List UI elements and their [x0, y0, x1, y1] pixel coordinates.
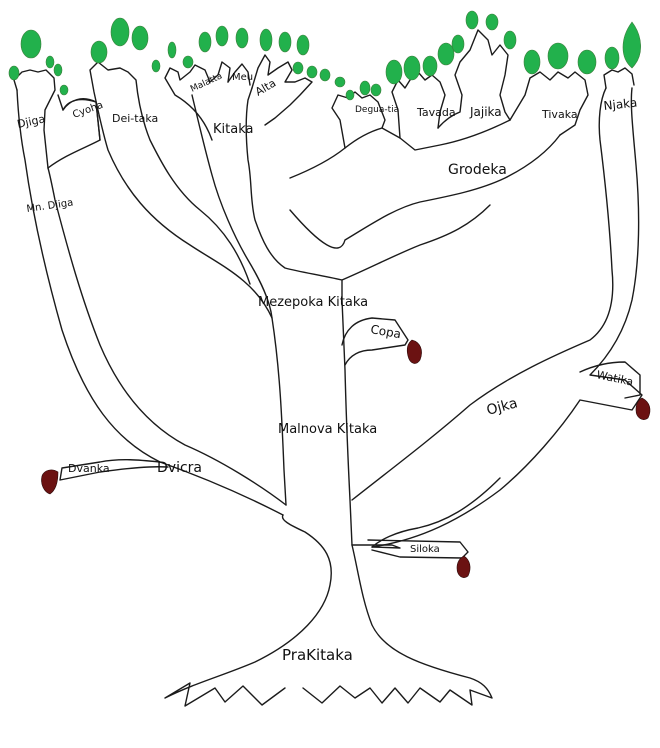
deitaka-limb-right	[97, 61, 251, 285]
label-deitaka: Dei-taka	[112, 112, 158, 125]
leaf	[359, 80, 371, 96]
label-ojka: Ojka	[485, 395, 519, 419]
leaf	[622, 21, 641, 69]
label-mezepoka: Mezepoka Kitaka	[258, 295, 368, 310]
leaf	[422, 55, 438, 77]
leaves-group	[8, 10, 641, 101]
fruit-copa	[406, 339, 422, 364]
leaf	[292, 61, 304, 75]
label-alta: Alta	[253, 77, 278, 99]
leaf	[503, 30, 517, 50]
leaf	[167, 41, 177, 59]
siloka-branch	[367, 539, 469, 559]
label-grodeka: Grodeka	[448, 162, 507, 178]
central-trunk-right	[341, 204, 491, 546]
dvanka-branch	[59, 459, 169, 481]
leaf	[319, 68, 331, 82]
label-watika: Watika	[595, 368, 634, 388]
meu-branch	[227, 63, 251, 86]
leaf	[131, 25, 149, 51]
leaf	[334, 76, 346, 88]
leaf	[53, 63, 63, 77]
tivaka-branch	[509, 71, 589, 136]
leaf	[485, 13, 499, 31]
label-dvicra: Dvicra	[157, 460, 202, 476]
label-mn-djiga: Mn. Djiga	[26, 198, 74, 215]
leaf	[110, 17, 130, 47]
deitaka-limb-left	[89, 61, 287, 506]
leaf	[604, 46, 620, 70]
fruits-group	[41, 339, 651, 578]
label-malnova: Malnova Kitaka	[278, 422, 377, 437]
label-degua: Degua-tia	[355, 105, 399, 115]
leaf	[59, 84, 69, 96]
leaf	[370, 83, 382, 97]
label-root: PraKitaka	[282, 646, 353, 664]
left-limb-outer	[16, 89, 284, 516]
leaf	[437, 42, 455, 66]
label-jajika: Jajika	[469, 105, 502, 119]
leaf	[523, 49, 541, 75]
label-copa: Copa	[369, 322, 402, 341]
leaf	[296, 34, 310, 56]
label-kitaka: Kitaka	[213, 122, 253, 137]
leaf	[151, 59, 161, 73]
leaf	[451, 34, 465, 54]
left-limb-djiga-top	[13, 69, 56, 169]
trunk-right-edge	[302, 544, 493, 706]
leaf	[465, 10, 479, 30]
kitaka-branch-right	[245, 87, 343, 281]
leaf	[403, 55, 421, 81]
leaf	[345, 89, 355, 101]
trunk-branch-notch	[351, 477, 501, 549]
jajika-branch	[437, 29, 511, 129]
leaf	[278, 31, 292, 53]
leaf	[235, 27, 249, 49]
left-limb-inner	[47, 167, 287, 506]
njaka-top	[603, 67, 635, 89]
leaf	[8, 65, 20, 81]
central-trunk-left	[191, 94, 273, 319]
trunk-left-edge	[164, 514, 332, 707]
label-meu: Meu	[232, 72, 253, 83]
watika-branch	[579, 361, 641, 399]
alta-branch	[251, 54, 313, 126]
leaf	[20, 29, 42, 59]
leaf	[215, 25, 229, 47]
leaf	[547, 42, 569, 70]
label-tavada: Tavada	[416, 106, 456, 119]
leaf	[198, 31, 212, 53]
grodeka-limb-upper	[289, 119, 511, 179]
leaf	[90, 40, 108, 64]
fruit-dvanka	[41, 469, 59, 495]
grodeka-limb-lower	[289, 134, 561, 249]
copa-branch	[341, 317, 409, 366]
leaf	[45, 55, 55, 69]
label-siloka: Siloka	[410, 544, 440, 555]
fruit-siloka	[456, 555, 471, 578]
fruit-watika	[635, 397, 651, 420]
degua-branch	[331, 91, 386, 149]
label-tivaka: Tivaka	[541, 108, 578, 121]
leaf	[259, 28, 273, 52]
label-dvanka: Dvanka	[68, 462, 110, 475]
leaf	[385, 59, 403, 85]
label-njaka: Njaka	[603, 96, 638, 113]
leaf	[306, 65, 318, 79]
leaf	[577, 49, 597, 75]
tavada-branch	[391, 71, 446, 139]
leaf	[182, 55, 194, 69]
label-djiga: Djiga	[16, 112, 46, 131]
right-limb-inner	[351, 87, 614, 501]
malatta-branch	[164, 61, 231, 141]
